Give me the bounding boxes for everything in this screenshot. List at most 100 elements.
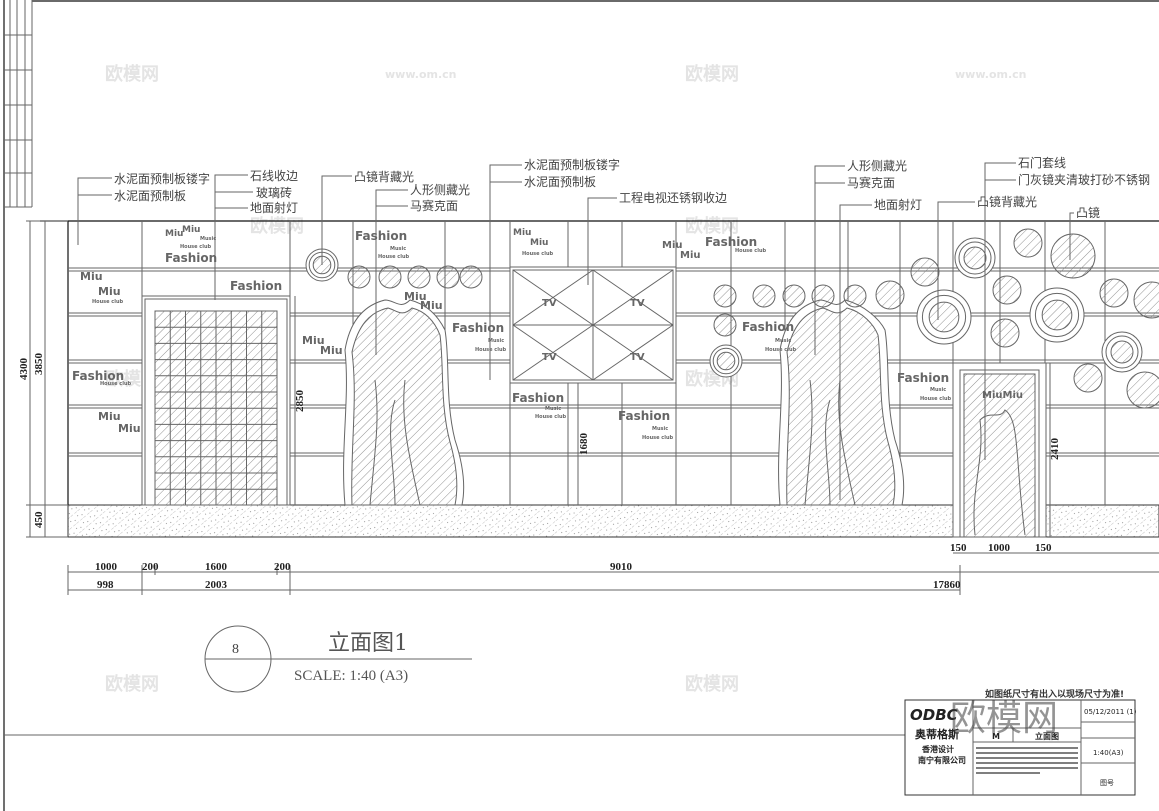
annotation-label: 水泥面预制板镂字 <box>114 171 210 186</box>
wall-logo-text: Fashion <box>742 320 794 334</box>
convex-mirror <box>1133 281 1159 319</box>
annotation-label: 地面射灯 <box>874 197 922 212</box>
annotation-label: 凸镜背藏光 <box>354 169 414 184</box>
dim-label: 150 <box>950 542 967 554</box>
title-block: 如图纸尺寸有出入以现场尺寸为准! ODBC 奥蒂格斯 香港设计 南宁有限公司 0… <box>904 688 1137 796</box>
company-name: 奥蒂格斯 <box>914 727 959 741</box>
watermark: www.om.cn <box>385 68 457 81</box>
mirror-disc <box>875 280 905 310</box>
wall-logo-text: House club <box>100 381 132 387</box>
dim-right-door-height: 2410 <box>1049 438 1061 461</box>
watermark: 欧模网 <box>250 215 304 237</box>
convex-mirror <box>910 257 940 287</box>
wall-logo-text: Fashion <box>452 321 504 335</box>
dim-floor-band: 450 <box>33 511 45 528</box>
wall-logo-text: Music <box>200 236 216 242</box>
company-line: 南宁有限公司 <box>918 755 966 765</box>
annotation-label: 石线收边 <box>250 169 298 183</box>
annotation-label: 地面射灯 <box>250 200 298 215</box>
annotation-label: 马赛克面 <box>847 175 895 190</box>
wall-logo-text: Fashion <box>705 235 757 249</box>
mirror-disc <box>811 284 835 308</box>
title-block-scale: 1:40(A3) <box>1093 749 1124 757</box>
wall-logo-text: House club <box>765 347 797 353</box>
mirror-disc <box>1050 233 1096 279</box>
annotation-label: 人形侧藏光 <box>410 183 470 197</box>
tv-wall: TV TV TV TV <box>509 266 677 384</box>
annotation-label: 水泥面预制板镂字 <box>524 157 620 172</box>
mirror-disc <box>928 301 960 333</box>
annotation-label: 门灰镜夹清玻打砂不锈钢 <box>1018 172 1150 187</box>
convex-mirror <box>990 318 1020 348</box>
dim-label: 2003 <box>205 579 228 591</box>
fine-print <box>976 747 1078 774</box>
dim-label: 150 <box>1035 542 1052 554</box>
dim-tv-height: 1680 <box>578 433 590 456</box>
watermark: 欧模网 <box>105 63 159 85</box>
convex-mirror <box>782 284 806 308</box>
wall-logo-text: Miu <box>662 240 683 251</box>
dimensions: 4300 3850 450 2850 1680 2410 1000 200 16… <box>18 220 1159 595</box>
wall-logo-text: House club <box>735 248 767 254</box>
mirror-ring <box>958 241 992 275</box>
annotation-label: 凸镜 <box>1076 205 1100 220</box>
wall-logo-text: Miu <box>420 299 443 312</box>
convex-mirror <box>347 265 371 289</box>
convex-mirror <box>1101 331 1143 373</box>
convex-mirror <box>811 284 835 308</box>
wall-logo-text: House club <box>535 414 567 420</box>
mirror-disc <box>713 284 737 308</box>
watermark: 欧模网 <box>105 673 159 695</box>
dim-label: 1600 <box>205 561 228 573</box>
convex-mirror <box>752 284 776 308</box>
convex-mirror <box>1013 228 1043 258</box>
watermark: 欧模网 <box>685 673 739 695</box>
mirror-disc <box>436 265 460 289</box>
convex-mirror <box>407 265 431 289</box>
title-block-date: 05/12/2011 (1) <box>1084 708 1137 716</box>
wall-logo-text: Miu <box>530 238 548 248</box>
dim-label: 998 <box>97 579 114 591</box>
wall-logo-text: Miu <box>118 422 141 435</box>
wall-logo-text: Fashion <box>165 251 217 265</box>
mirror-ring <box>1105 335 1139 369</box>
title-block-notice: 如图纸尺寸有出入以现场尺寸为准! <box>985 688 1124 700</box>
wall-logo-text: House club <box>920 396 952 402</box>
figure-mosaic-left <box>343 299 465 506</box>
convex-mirror <box>709 344 743 378</box>
wall-logo-text: Music <box>930 387 946 393</box>
wall-logo-text: Miu <box>165 229 183 239</box>
convex-mirror <box>916 289 972 345</box>
dim-door-height: 2850 <box>294 390 306 413</box>
convex-mirror <box>459 265 483 289</box>
wall-logo-text: MiuMiu <box>982 390 1023 401</box>
mirror-ring <box>712 347 740 375</box>
annotations <box>77 162 1074 500</box>
annotation-label: 工程电视还锈钢收边 <box>619 190 727 205</box>
tv-label: TV <box>630 298 645 309</box>
convex-mirror <box>436 265 460 289</box>
annotation-label: 石门套线 <box>1018 155 1066 170</box>
mirror-disc <box>1073 363 1103 393</box>
mirror-disc <box>843 284 867 308</box>
tv-label: TV <box>542 352 557 363</box>
mirror-disc <box>910 257 940 287</box>
mirror-disc <box>990 318 1020 348</box>
wall-logo-text: Miu <box>320 344 343 357</box>
mirror-ring <box>921 294 967 340</box>
wall-logo-text: Fashion <box>897 371 949 385</box>
wall-logo-text: Music <box>390 246 406 252</box>
title-block-drawing-no: 图号 <box>1100 779 1114 787</box>
drawing-scale: SCALE: 1:40 (A3) <box>294 668 408 684</box>
drawing-title-text: 立面图1 <box>328 631 408 656</box>
mirror-disc <box>407 265 431 289</box>
convex-mirror <box>378 265 402 289</box>
convex-mirror <box>1099 278 1129 308</box>
wall-logo-text: Music <box>652 426 668 432</box>
wall-logo-text: Music <box>775 338 791 344</box>
wall-logo-text: Fashion <box>618 409 670 423</box>
wall-logo-text: Music <box>545 406 561 412</box>
mirror-disc <box>1041 299 1073 331</box>
wall-logo-text: Fashion <box>72 369 124 383</box>
wall-logo-text: House club <box>378 254 410 260</box>
